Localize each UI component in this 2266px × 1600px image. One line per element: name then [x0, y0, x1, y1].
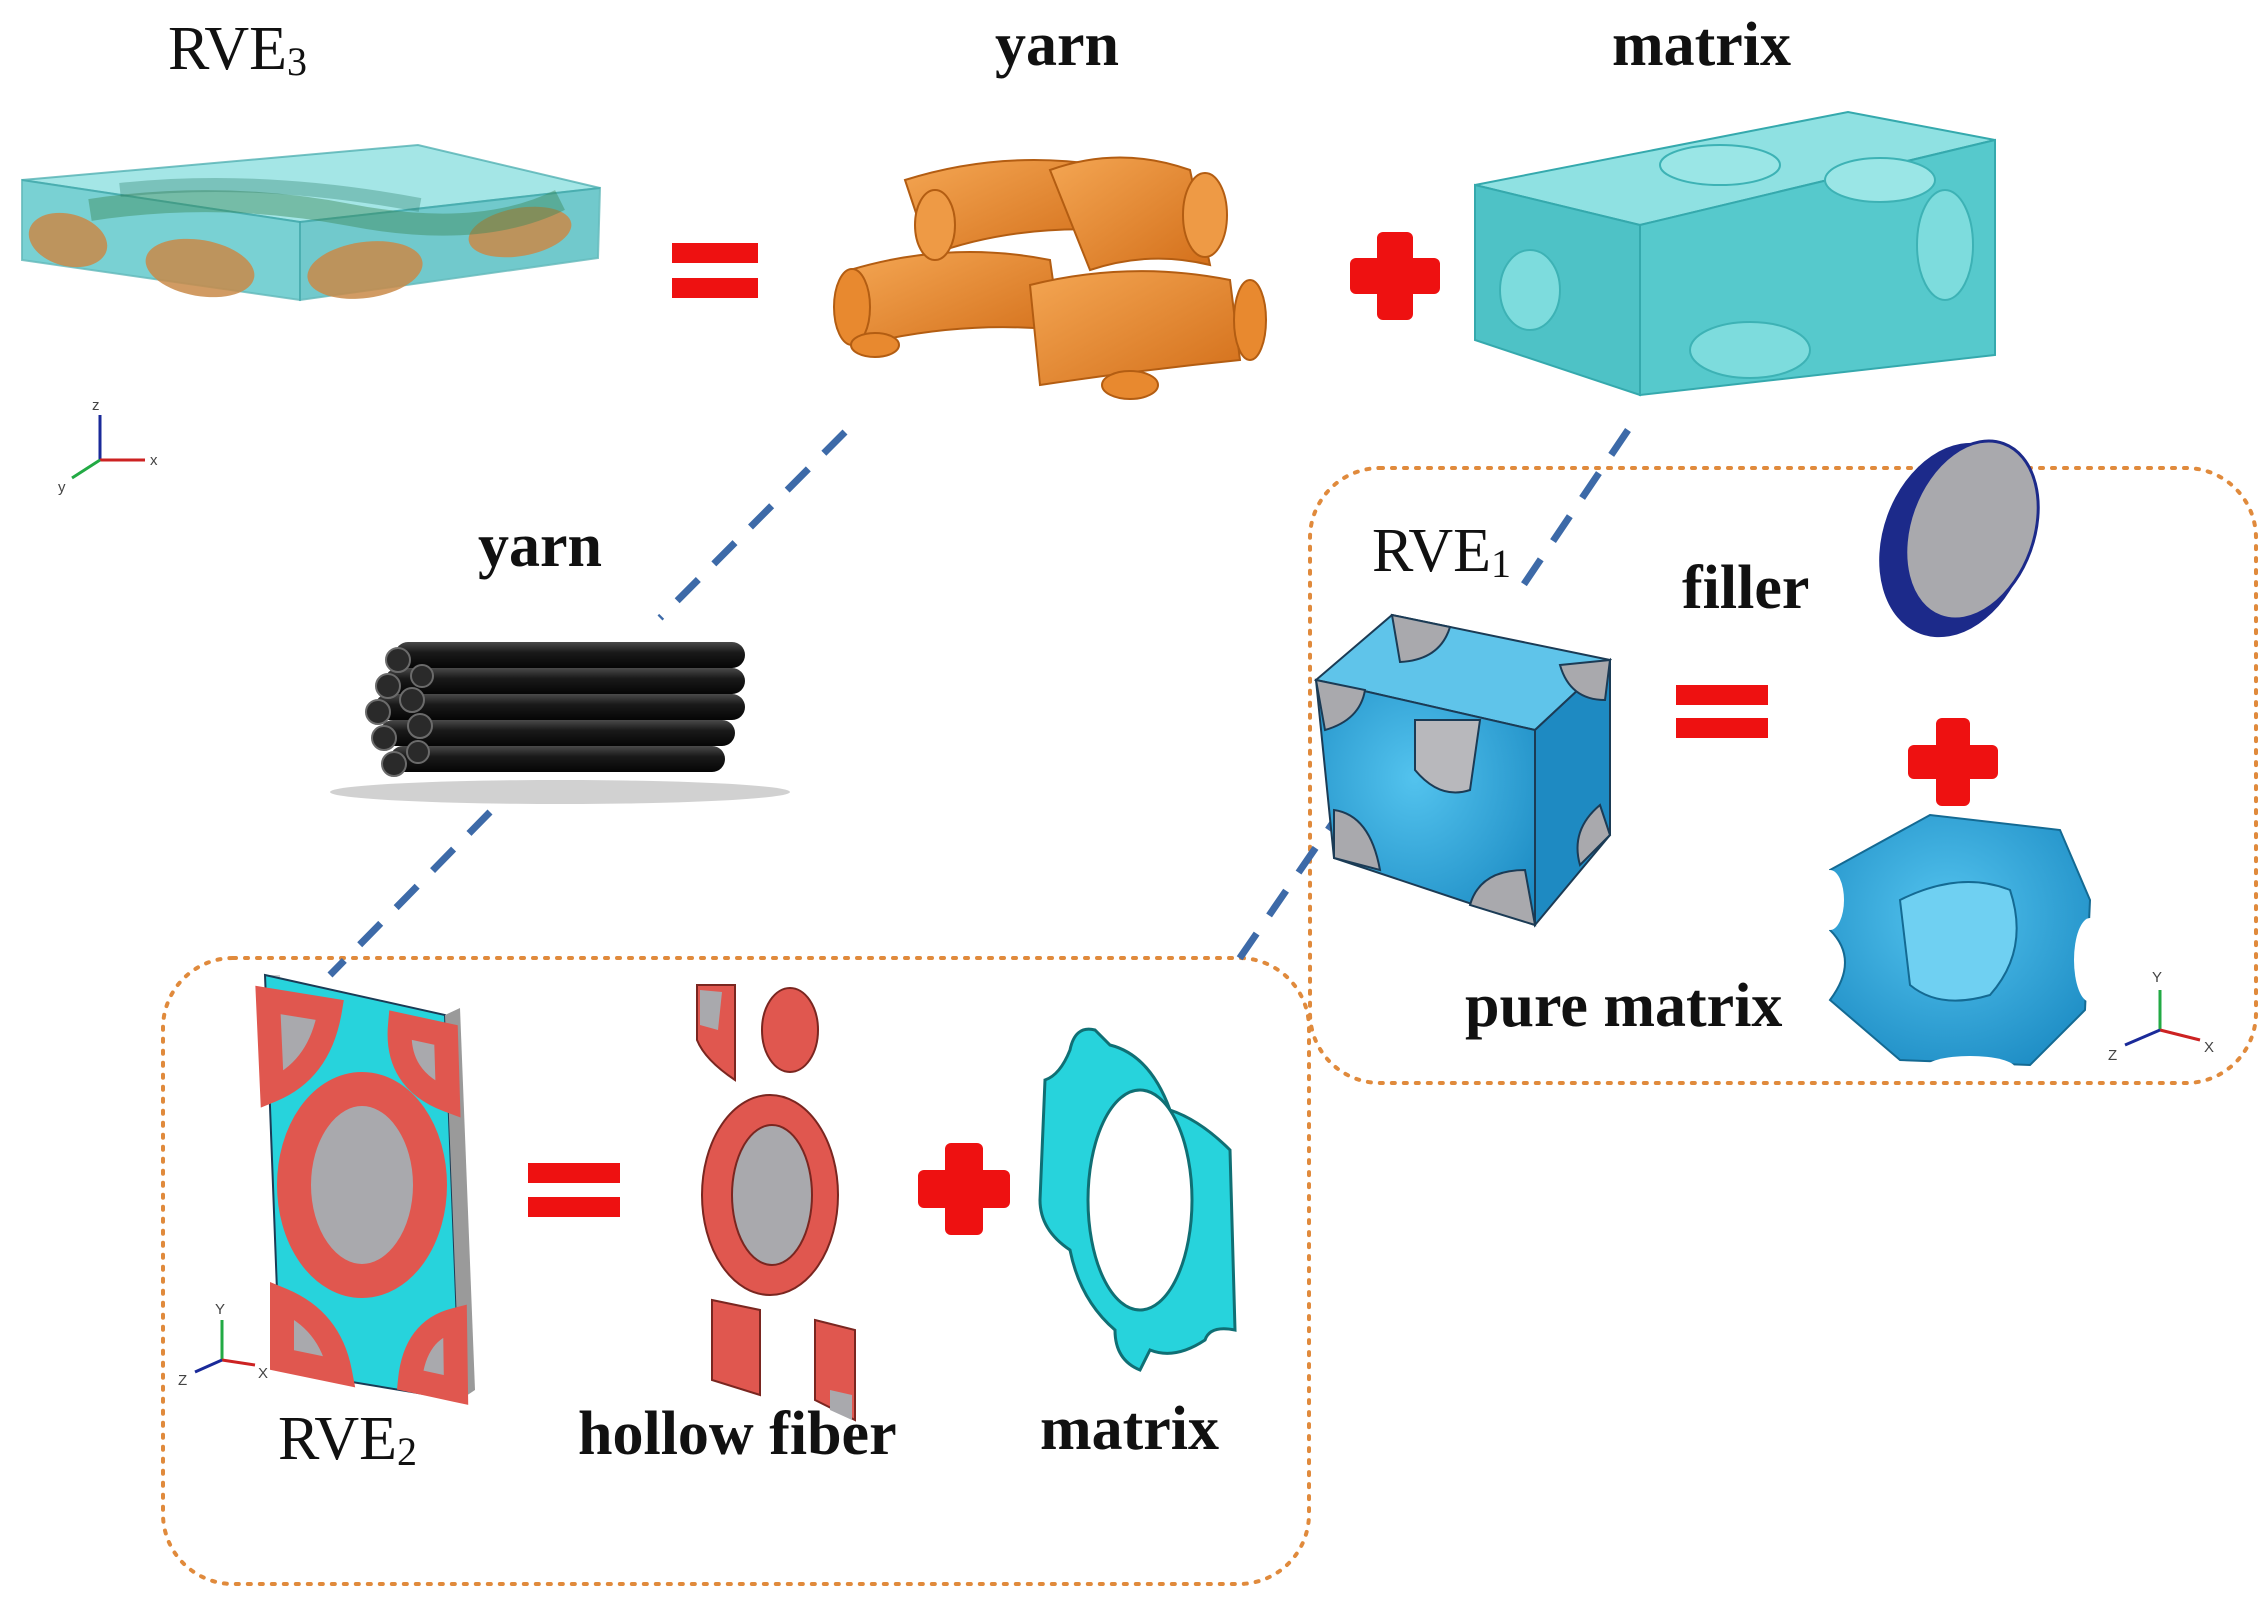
axis-label-z: z: [92, 397, 100, 414]
rve2-panel: [255, 973, 475, 1405]
axis-label-Z: Z: [2108, 1047, 2117, 1064]
rve2-group-box: [161, 956, 1311, 1586]
plus-sign-rve2: [918, 1143, 1010, 1235]
rve3-axis-triad: z x y: [58, 397, 158, 496]
label-matrix-top: matrix: [1612, 11, 1792, 79]
label-pure-matrix: pure matrix: [1465, 972, 1783, 1040]
plus-sign-rve1: [1908, 718, 1998, 806]
rve1-axis-triad: Y X Z: [2108, 969, 2214, 1064]
label-matrix-bottom: matrix: [1040, 1395, 1220, 1463]
label-hollow-fiber: hollow fiber: [578, 1400, 897, 1468]
equals-sign-rve2: [528, 1163, 620, 1217]
label-yarn-top: yarn: [995, 11, 1119, 79]
link-matrix-to-rve1: [1517, 428, 1631, 592]
label-rve1: RVE1: [1372, 517, 1512, 586]
rve2-axis-triad: Y X Z: [178, 1301, 268, 1389]
rve2-matrix-shape: [1038, 1027, 1237, 1372]
plus-sign-top: [1350, 232, 1440, 320]
link-fiber-bundle-to-rve2: [327, 809, 493, 978]
label-rve3: RVE3: [168, 15, 308, 84]
axis-label-x: x: [150, 452, 158, 469]
yarn-woven-orange: [833, 156, 1267, 400]
rve1-cube: [1313, 613, 1613, 928]
rve1-group-box: [1308, 466, 2258, 1085]
equals-sign-rve1: [1676, 685, 1768, 738]
yarn-fiber-bundle: [330, 642, 790, 804]
matrix-top-slab: [1474, 110, 1996, 397]
equals-sign-top: [672, 243, 758, 298]
dashed-hierarchy-links: [327, 428, 1631, 978]
filler-disk: [1879, 439, 2040, 638]
axis-label-X: X: [2204, 1039, 2214, 1056]
label-rve2: RVE2: [278, 1405, 418, 1474]
label-filler: filler: [1682, 554, 1810, 622]
axis-label-y: y: [58, 479, 66, 496]
axis-label-Y2: Y: [215, 1301, 225, 1318]
link-rve1-to-rve2: [1232, 803, 1348, 967]
rve3-woven-composite: [21, 143, 602, 302]
axis-label-X2: X: [258, 1365, 268, 1382]
link-yarn-to-fiber-bundle: [657, 429, 848, 621]
axis-label-Z2: Z: [178, 1372, 187, 1389]
label-yarn-mid: yarn: [478, 512, 602, 580]
axis-label-Y: Y: [2152, 969, 2162, 986]
pure-matrix-shape: [1816, 813, 2106, 1080]
hollow-fiber-shape: [696, 984, 856, 1422]
